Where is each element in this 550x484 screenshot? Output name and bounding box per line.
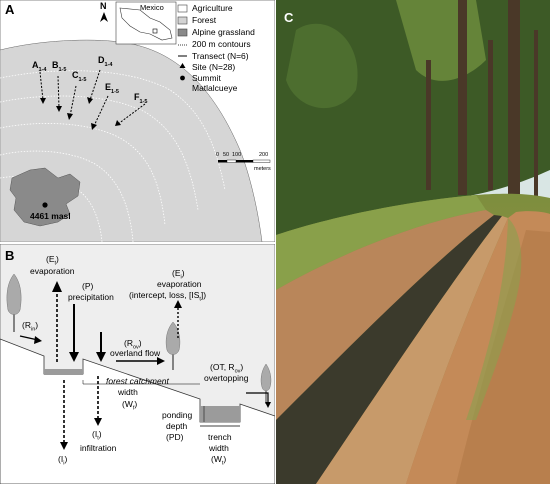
scale-tick-50: 50 (223, 152, 230, 158)
transect-label-c: C1-5 (72, 70, 87, 83)
left-bank (276, 210, 494, 420)
label-rov: (Rov) (124, 338, 142, 351)
legend-contours: 200 m contours (192, 39, 251, 49)
label-wt: (Wt) (211, 454, 227, 467)
legend-transect: Transect (N=6) (192, 51, 249, 61)
upper-trench-fill (44, 369, 83, 375)
north-arrow-icon (100, 12, 108, 22)
transect-arrowheads (40, 97, 121, 130)
summit-elevation: 4461 masl (30, 211, 71, 221)
tree-middle-icon (165, 321, 181, 370)
alpine-grassland (9, 167, 81, 227)
label-forest-width: width (118, 387, 138, 397)
label-ii: (Ii) (58, 454, 68, 467)
panel-b-letter: B (5, 248, 15, 263)
inset-map-outline (119, 7, 173, 41)
scale-tick-0: 0 (216, 152, 220, 158)
label-pd: (PD) (166, 432, 184, 442)
label-infiltration: infiltration (80, 443, 117, 453)
contour-lines (0, 70, 226, 242)
panel-a-map: A N Mexico Agriculture Forest Alpine gra… (0, 0, 275, 242)
inset-locator (152, 28, 158, 34)
lower-trench-fill (200, 406, 240, 422)
summit-dot (42, 202, 48, 208)
map-svg (0, 0, 275, 242)
flux-arrows (19, 289, 269, 444)
panel-c-letter: C (284, 10, 294, 25)
tree-left-icon (6, 273, 22, 332)
label-intercept: (intercept, loss, [ISt]) (129, 290, 207, 303)
transect-lines (39, 69, 146, 127)
legend-site: Site (N=28) (192, 62, 236, 72)
label-overland-flow: overland flow (110, 348, 161, 358)
inset-map-frame (115, 1, 177, 45)
label-forest-catchment: forest catchment (106, 376, 169, 386)
diagram-svg (0, 244, 275, 484)
label-ponding: ponding (162, 410, 193, 420)
legend-forest: Forest (192, 15, 217, 25)
transect-label-a: A1-4 (32, 60, 47, 73)
label-p: (P) (82, 281, 94, 291)
tree-trunks (426, 0, 538, 210)
inset-label: Mexico (140, 3, 164, 12)
label-et: (Et) (46, 254, 59, 267)
trench-wall (276, 215, 502, 484)
label-ot: (OT, Rov) (210, 362, 244, 375)
scale-bar (218, 159, 271, 163)
panel-a-letter: A (5, 2, 15, 17)
label-evaporation-1: evaporation (30, 266, 75, 276)
legend-matlalcueye: Matlalcueye (192, 83, 238, 93)
label-ei: (Ei) (172, 268, 185, 281)
transect-label-e: E1-5 (105, 82, 119, 95)
label-rin: (Rin) (22, 320, 39, 333)
flux-arrowheads (34, 281, 271, 450)
scale-tick-200: 200 (259, 152, 269, 158)
label-wf: (Wf) (122, 399, 138, 412)
trench-floor (316, 216, 508, 484)
label-evaporation-2: evaporation (157, 279, 202, 289)
label-it: (It) (92, 429, 102, 442)
panel-b-diagram: B (Rin) (Et) evaporation (P) precipitati… (0, 244, 275, 484)
label-overtopping: overtopping (204, 373, 249, 383)
label-trench: trench (208, 432, 232, 442)
legend-summit: Summit (192, 73, 221, 83)
transect-label-b: B1-5 (52, 60, 67, 73)
scale-unit: meters (254, 166, 271, 172)
legend-alpine-grassland: Alpine grassland (192, 27, 255, 37)
transect-label-f: F1-5 (134, 92, 148, 105)
legend-agriculture: Agriculture (192, 3, 233, 13)
transect-label-d: D1-4 (98, 55, 113, 68)
photo-svg (276, 0, 550, 484)
tree-right-icon (260, 363, 272, 404)
label-precipitation: precipitation (68, 292, 114, 302)
north-label: N (100, 1, 107, 11)
label-depth: depth (166, 421, 188, 431)
scale-tick-100: 100 (232, 152, 242, 158)
panel-c-photo: C (276, 0, 550, 484)
label-trench-width: width (209, 443, 229, 453)
